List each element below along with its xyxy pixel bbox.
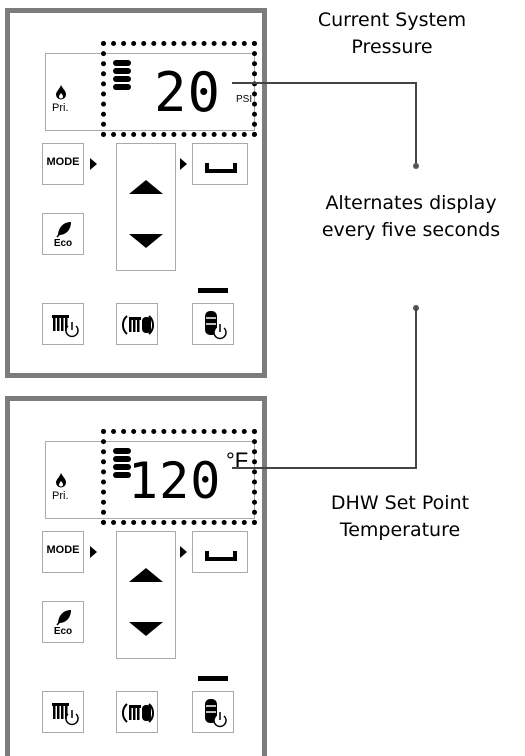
flame-icon bbox=[56, 473, 66, 488]
leaf-icon bbox=[56, 222, 71, 238]
mode-button[interactable]: MODE bbox=[42, 143, 84, 185]
tank-power-icon bbox=[205, 311, 227, 340]
right-arrow-icon bbox=[180, 546, 187, 558]
radiator-tank-icon bbox=[121, 315, 155, 335]
radiator-tank-button[interactable] bbox=[116, 691, 158, 733]
up-down-button[interactable] bbox=[116, 143, 176, 271]
highlight-box bbox=[101, 429, 257, 525]
control-panel-top: Pri. 20 PSI MODE Eco bbox=[5, 8, 267, 378]
tank-power-button[interactable] bbox=[192, 303, 234, 345]
leader-dot bbox=[413, 163, 419, 169]
up-arrow-icon[interactable] bbox=[129, 180, 163, 194]
lcd-display: Pri. 120 °F bbox=[45, 441, 255, 519]
right-arrow-icon bbox=[180, 158, 187, 170]
radiator-tank-button[interactable] bbox=[116, 303, 158, 345]
selected-bar bbox=[198, 676, 228, 681]
eco-button[interactable]: Eco bbox=[42, 601, 84, 643]
control-panel-bottom: Pri. 120 °F MODE Eco bbox=[5, 396, 267, 756]
mode-button[interactable]: MODE bbox=[42, 531, 84, 573]
eco-button[interactable]: Eco bbox=[42, 213, 84, 255]
tank-power-icon bbox=[205, 699, 227, 728]
primary-label: Pri. bbox=[52, 102, 69, 114]
leader-line-dhw-drop bbox=[415, 308, 417, 468]
down-arrow-icon[interactable] bbox=[129, 622, 163, 636]
enter-icon bbox=[205, 163, 237, 173]
pressure-annotation: Current System Pressure bbox=[317, 9, 467, 58]
enter-icon bbox=[205, 551, 237, 561]
leader-line-dhw bbox=[232, 467, 417, 469]
up-arrow-icon[interactable] bbox=[129, 568, 163, 582]
eco-label: Eco bbox=[53, 238, 73, 249]
enter-button[interactable] bbox=[192, 143, 248, 185]
radiator-tank-icon bbox=[121, 703, 155, 723]
highlight-box bbox=[101, 41, 257, 137]
level-bars-icon bbox=[113, 60, 131, 92]
enter-button[interactable] bbox=[192, 531, 248, 573]
mode-label: MODE bbox=[46, 156, 80, 168]
heating-power-button[interactable] bbox=[42, 691, 84, 733]
eco-label: Eco bbox=[53, 626, 73, 637]
right-arrow-icon bbox=[90, 546, 97, 558]
lcd-display: Pri. 20 PSI bbox=[45, 53, 255, 131]
tank-power-button[interactable] bbox=[192, 691, 234, 733]
selected-bar bbox=[198, 288, 228, 293]
dhw-annotation: DHW Set Point Temperature bbox=[330, 492, 470, 541]
leaf-icon bbox=[56, 610, 71, 626]
heating-power-icon bbox=[52, 315, 79, 338]
pressure-unit: PSI bbox=[236, 94, 253, 105]
right-arrow-icon bbox=[90, 158, 97, 170]
pressure-value: 20 bbox=[154, 61, 222, 124]
up-down-button[interactable] bbox=[116, 531, 176, 659]
down-arrow-icon[interactable] bbox=[129, 234, 163, 248]
flame-icon bbox=[56, 85, 66, 100]
temperature-value: 120 bbox=[128, 452, 222, 510]
alternates-annotation: Alternates display every five seconds bbox=[321, 192, 501, 241]
heating-power-button[interactable] bbox=[42, 303, 84, 345]
primary-label: Pri. bbox=[52, 490, 69, 502]
mode-label: MODE bbox=[46, 544, 80, 556]
temperature-unit: °F bbox=[226, 448, 249, 473]
heating-power-icon bbox=[52, 703, 79, 726]
leader-line-pressure bbox=[232, 82, 416, 84]
level-bars-icon bbox=[113, 448, 131, 480]
leader-line-pressure-drop bbox=[415, 82, 417, 166]
